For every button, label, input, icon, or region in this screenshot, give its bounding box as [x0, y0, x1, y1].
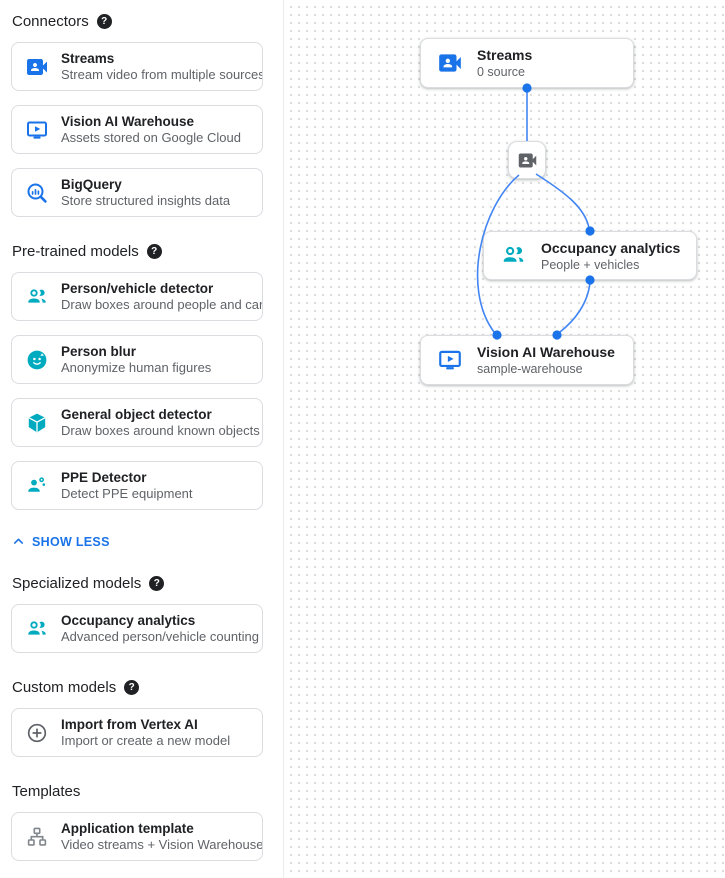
- card-ppe-detector[interactable]: PPE Detector Detect PPE equipment: [11, 461, 263, 510]
- chevron-up-icon: [11, 534, 26, 549]
- person-gear-icon: [25, 474, 49, 498]
- node-title: Vision AI Warehouse: [477, 344, 615, 360]
- card-title: Occupancy analytics: [61, 613, 196, 628]
- streams-icon: [437, 50, 463, 76]
- card-title: Streams: [61, 51, 115, 66]
- card-application-template[interactable]: Application template Video streams + Vis…: [11, 812, 263, 861]
- section-heading-label: Pre-trained models: [12, 243, 139, 260]
- card-description: Detect PPE equipment: [61, 486, 193, 501]
- face-blur-icon: [25, 348, 49, 372]
- graph-node-streams[interactable]: Streams 0 source: [420, 38, 634, 88]
- card-title: Person/vehicle detector: [61, 281, 214, 296]
- card-title: PPE Detector: [61, 470, 147, 485]
- node-subtitle: People + vehicles: [541, 257, 640, 272]
- section-heading-custom-models: Custom models ?: [12, 679, 283, 696]
- card-description: Anonymize human figures: [61, 360, 212, 375]
- card-description: Draw boxes around people and cars: [61, 297, 262, 312]
- video-camera-icon: [517, 150, 538, 171]
- graph-canvas[interactable]: Streams 0 source Occupancy analytics Peo…: [284, 0, 725, 878]
- graph-edges-layer: [476, 83, 595, 340]
- card-title: Vision AI Warehouse: [61, 114, 195, 129]
- section-heading-label: Connectors: [12, 13, 89, 30]
- card-general-object-detector[interactable]: General object detector Draw boxes aroun…: [11, 398, 263, 447]
- card-description: Import or create a new model: [61, 733, 231, 748]
- graph-node-occupancy-analytics[interactable]: Occupancy analytics People + vehicles: [483, 231, 697, 280]
- cube-icon: [25, 411, 49, 435]
- help-icon[interactable]: ?: [149, 576, 165, 591]
- card-title: Application template: [61, 821, 194, 836]
- node-subtitle: sample-warehouse: [477, 362, 583, 376]
- section-heading-connectors: Connectors ?: [12, 13, 283, 30]
- node-title: Occupancy analytics: [541, 239, 681, 256]
- show-less-toggle[interactable]: SHOW LESS: [11, 534, 283, 549]
- card-bigquery[interactable]: BigQuery Store structured insights data: [11, 168, 263, 217]
- section-heading-pretrained-models: Pre-trained models ?: [12, 243, 283, 260]
- card-description: Assets stored on Google Cloud: [61, 130, 241, 145]
- edge-camera-to-occupancy: [535, 173, 590, 229]
- node-title: Streams: [477, 47, 533, 63]
- warehouse-monitor-play-icon: [437, 347, 463, 373]
- card-description: Store structured insights data: [61, 193, 231, 208]
- people-group-icon: [25, 285, 49, 309]
- card-title: General object detector: [61, 407, 212, 422]
- section-heading-specialized-models: Specialized models ?: [12, 575, 283, 592]
- section-heading-label: Templates: [12, 783, 81, 800]
- streams-icon: [25, 55, 49, 79]
- bigquery-icon: [25, 181, 49, 205]
- section-heading-label: Specialized models: [12, 575, 142, 592]
- hierarchy-tree-icon: [25, 825, 49, 849]
- card-description: Advanced person/vehicle counting: [61, 629, 260, 644]
- card-title: Import from Vertex AI: [61, 717, 198, 732]
- section-heading-templates: Templates: [12, 783, 283, 800]
- card-description: Draw boxes around known objects: [61, 423, 260, 438]
- card-vision-ai-warehouse[interactable]: Vision AI Warehouse Assets stored on Goo…: [11, 105, 263, 154]
- graph-node-vision-ai-warehouse[interactable]: Vision AI Warehouse sample-warehouse: [420, 335, 634, 385]
- plus-circle-icon: [25, 721, 49, 745]
- help-icon[interactable]: ?: [124, 680, 140, 695]
- show-less-label: SHOW LESS: [32, 534, 110, 549]
- node-subtitle: 0 source: [477, 65, 525, 79]
- card-person-vehicle-detector[interactable]: Person/vehicle detector Draw boxes aroun…: [11, 272, 263, 321]
- card-person-blur[interactable]: Person blur Anonymize human figures: [11, 335, 263, 384]
- help-icon[interactable]: ?: [146, 244, 162, 259]
- card-import-from-vertex-ai[interactable]: Import from Vertex AI Import or create a…: [11, 708, 263, 757]
- people-group-icon: [500, 242, 527, 269]
- warehouse-monitor-play-icon: [25, 118, 49, 142]
- card-occupancy-analytics[interactable]: Occupancy analytics Advanced person/vehi…: [11, 604, 263, 653]
- card-title: BigQuery: [61, 177, 122, 192]
- people-group-icon: [25, 617, 49, 641]
- graph-node-camera[interactable]: [508, 141, 546, 179]
- card-streams[interactable]: Streams Stream video from multiple sourc…: [11, 42, 263, 91]
- card-description: Video streams + Vision Warehouse: [61, 837, 262, 852]
- card-title: Person blur: [61, 344, 137, 359]
- component-palette-sidebar: Connectors ? Streams Stream video from m…: [0, 0, 284, 878]
- edge-occupancy-to-warehouse: [559, 281, 591, 333]
- section-heading-label: Custom models: [12, 679, 117, 696]
- card-description: Stream video from multiple sources: [61, 67, 262, 82]
- help-icon[interactable]: ?: [96, 14, 112, 29]
